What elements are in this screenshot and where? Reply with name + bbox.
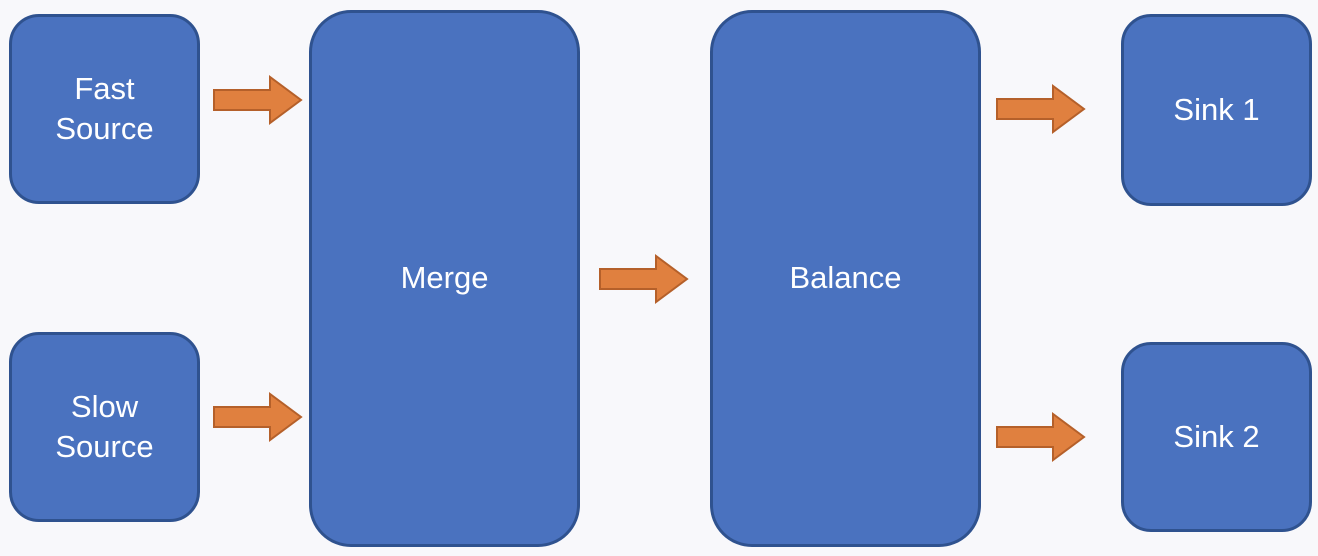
merge-label: Merge <box>400 260 489 296</box>
sink-2-node: Sink 2 <box>1121 342 1312 532</box>
arrow-right-icon <box>599 254 689 304</box>
fast-source-node: Fast Source <box>9 14 200 204</box>
merge-node: Merge <box>309 10 580 547</box>
sink-1-label: Sink 1 <box>1173 91 1260 127</box>
arrow-right-icon <box>213 75 303 125</box>
sink-1-node: Sink 1 <box>1121 14 1312 206</box>
balance-label: Balance <box>789 260 902 296</box>
balance-node: Balance <box>710 10 981 547</box>
arrow-right-icon <box>996 412 1086 462</box>
arrow-right-icon <box>996 84 1086 134</box>
sink-2-label: Sink 2 <box>1173 418 1260 454</box>
slow-source-label: Slow Source <box>55 388 154 464</box>
fast-source-label: Fast Source <box>55 70 154 146</box>
arrow-right-icon <box>213 392 303 442</box>
slow-source-node: Slow Source <box>9 332 200 522</box>
